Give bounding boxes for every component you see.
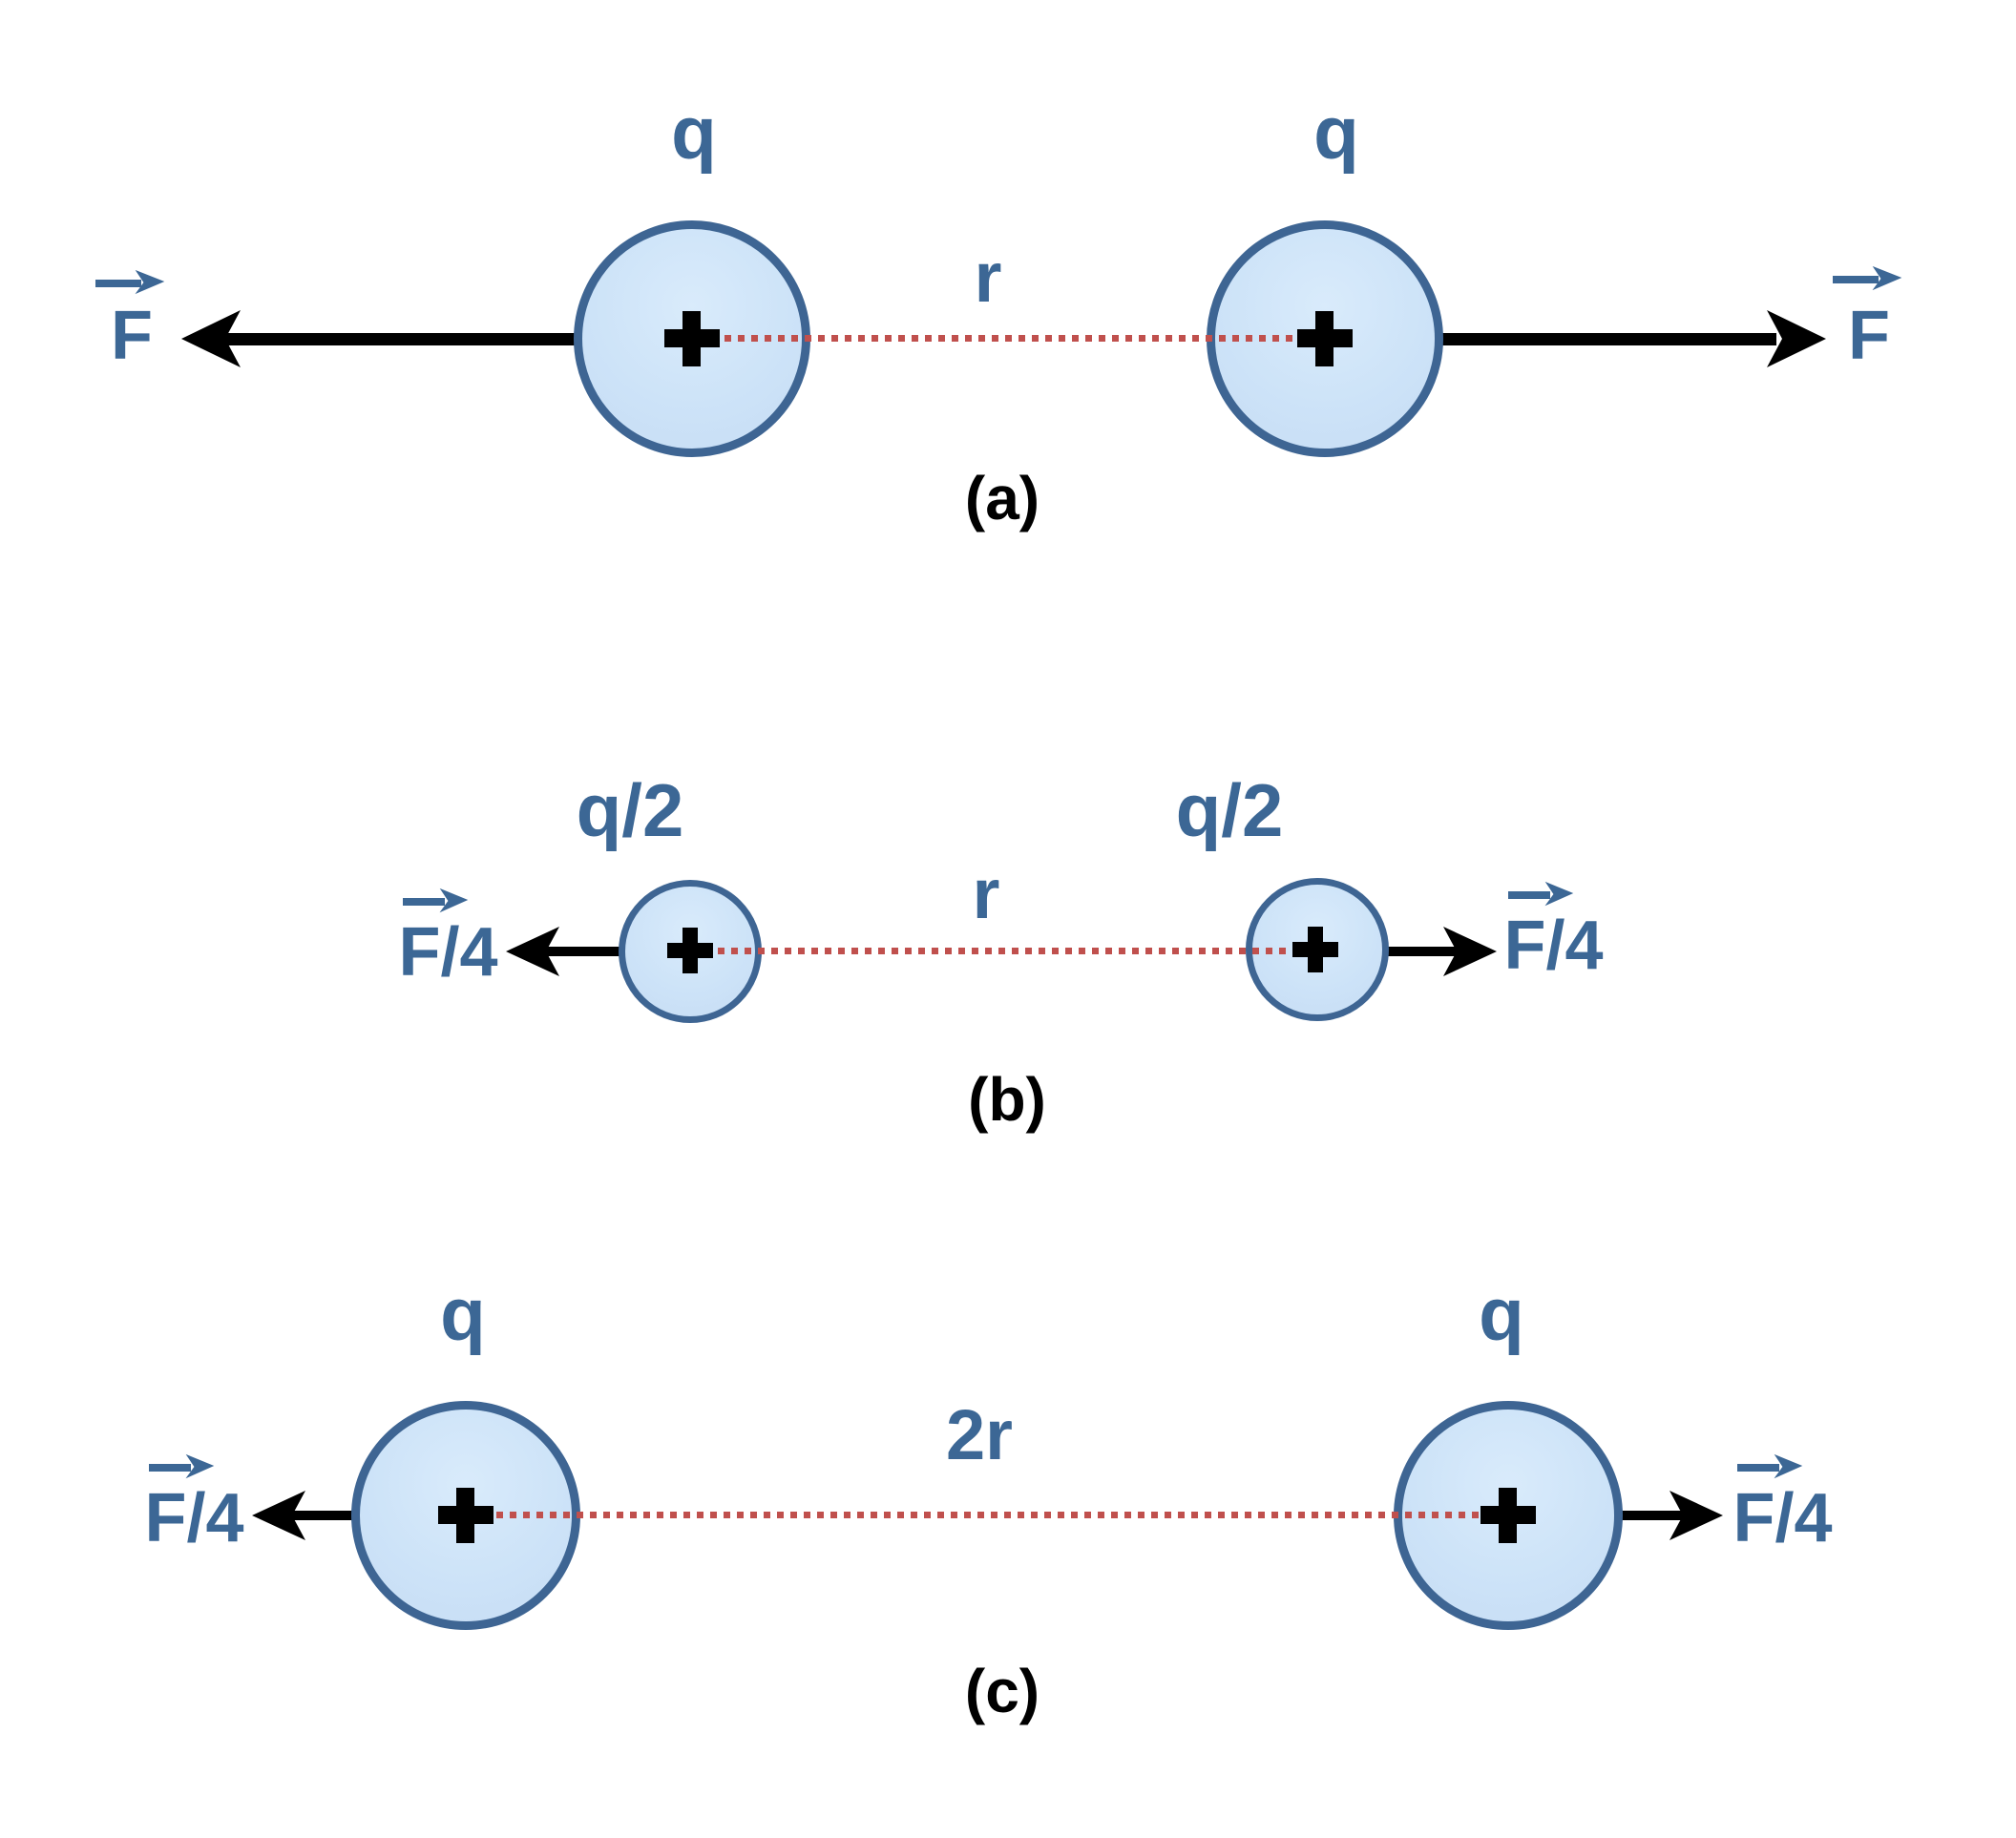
vector-arrow-icon — [149, 1453, 215, 1479]
force-arrow-right — [1615, 1491, 1723, 1540]
force-label: F/4 — [1732, 1480, 1833, 1556]
distance-dotted-line — [711, 335, 1295, 342]
distance-dotted-line — [704, 948, 1294, 954]
charge-label: q/2 — [576, 768, 684, 852]
charge-label: q — [1313, 91, 1359, 175]
plus-icon — [664, 311, 720, 366]
plus-icon — [1297, 311, 1353, 366]
vector-arrow-icon — [1508, 881, 1574, 907]
distance-dotted-line — [483, 1512, 1485, 1518]
plus-icon — [667, 928, 713, 973]
force-arrow-left — [181, 310, 580, 367]
figure-caption: (a) — [964, 464, 1040, 533]
figure-caption: (b) — [968, 1065, 1046, 1134]
vector-arrow-icon — [403, 888, 469, 913]
plus-icon — [1480, 1488, 1536, 1543]
force-arrow-right — [1437, 310, 1826, 367]
plus-icon — [438, 1488, 494, 1543]
distance-label: 2r — [946, 1395, 1013, 1474]
distance-label: r — [974, 238, 1002, 317]
force-label: F — [1848, 298, 1890, 374]
force-label: F/4 — [398, 914, 498, 991]
force-label: F — [111, 298, 153, 374]
plus-icon — [1292, 927, 1338, 972]
distance-label: r — [972, 854, 1000, 933]
charge-label: q/2 — [1175, 768, 1284, 852]
charge-label: q — [1479, 1272, 1524, 1356]
figure-caption: (c) — [964, 1657, 1040, 1725]
charge-label: q — [671, 91, 717, 175]
vector-arrow-icon — [1833, 265, 1902, 291]
force-arrow-left — [252, 1491, 360, 1540]
force-label: F/4 — [1503, 908, 1604, 984]
force-arrow-left — [506, 927, 623, 976]
force-arrow-right — [1382, 927, 1497, 976]
vector-arrow-icon — [1737, 1453, 1803, 1479]
charge-label: q — [440, 1272, 486, 1356]
force-label: F/4 — [144, 1480, 244, 1556]
vector-arrow-icon — [95, 269, 165, 295]
